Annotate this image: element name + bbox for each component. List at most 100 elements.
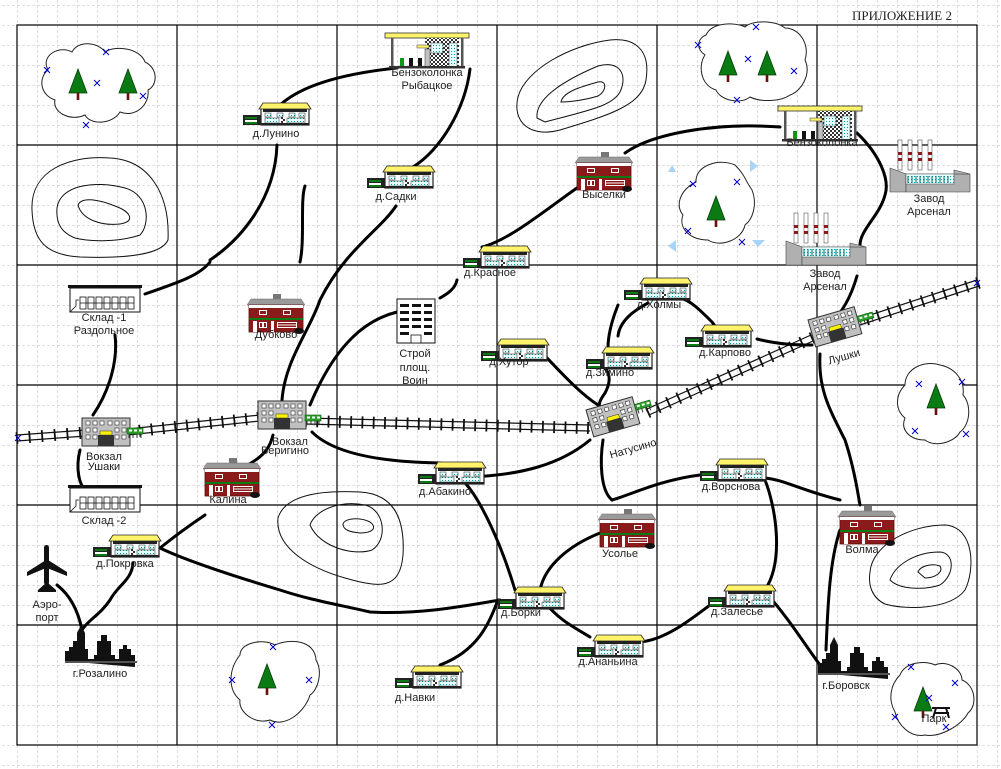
- place-gas-rybatskoe[interactable]: Бензоколонка Рыбацкое: [384, 32, 470, 92]
- warehouse-icon: [67, 484, 143, 513]
- svg-text:д.Навки: д.Навки: [395, 692, 435, 704]
- svg-text:Склад -1: Склад -1: [82, 312, 127, 324]
- place-abakino[interactable]: д.Абакино: [417, 461, 487, 498]
- svg-text:Завод: Завод: [810, 268, 841, 280]
- place-gas-2[interactable]: Бензоколонка: [777, 105, 863, 149]
- svg-text:Завод: Завод: [914, 193, 945, 205]
- place-vyselki[interactable]: Выселки: [574, 151, 634, 201]
- rail-tie: [209, 416, 213, 430]
- place-kalina[interactable]: Калина: [202, 457, 262, 506]
- svg-text:Вокзал: Вокзал: [86, 451, 122, 463]
- forest-park: [890, 662, 975, 736]
- svg-text:Аэро-: Аэро-: [32, 599, 61, 611]
- place-rozalino[interactable]: г.Розалино: [65, 625, 137, 680]
- svg-text:Вокзал: Вокзал: [272, 436, 308, 448]
- warehouse-icon: [67, 284, 143, 313]
- hill-contour-2: [516, 39, 648, 133]
- place-volma[interactable]: Волма: [837, 505, 897, 556]
- svg-text:порт: порт: [36, 612, 59, 624]
- rail-tie: [185, 418, 189, 433]
- rail-tie: [244, 412, 248, 427]
- house-icon: [574, 151, 634, 193]
- svg-text:Воин: Воин: [402, 375, 428, 387]
- place-usolye[interactable]: Усолье: [597, 508, 657, 560]
- house-icon: [597, 508, 657, 550]
- svg-text:д.Холмы: д.Холмы: [637, 299, 682, 311]
- place-sklad-1[interactable]: Склад -1 Раздольное: [67, 284, 143, 337]
- hill-contour-4: [869, 524, 972, 608]
- place-vokzal-verigino[interactable]: Вокзал Веригино: [257, 400, 322, 457]
- airplane-icon: [27, 545, 67, 592]
- svg-text:Рыбацкое: Рыбацкое: [402, 80, 453, 92]
- place-vokzal-ushaki[interactable]: Вокзал Ушаки: [81, 417, 144, 473]
- svg-text:д.Борки: д.Борки: [501, 607, 541, 619]
- place-sadki[interactable]: д.Садки: [366, 165, 436, 203]
- house-icon: [202, 457, 262, 499]
- place-borki[interactable]: д.Борки: [497, 586, 567, 619]
- svg-text:г.Боровск: г.Боровск: [822, 680, 870, 692]
- svg-text:д.Карпово: д.Карпово: [699, 347, 751, 359]
- svg-text:Волма: Волма: [845, 544, 879, 556]
- svg-text:д.Красное: д.Красное: [464, 267, 516, 279]
- place-zavod-arsenal-1[interactable]: Завод Арсенал: [889, 139, 971, 218]
- rail-tie: [232, 413, 236, 428]
- rail-tie: [197, 417, 201, 432]
- place-zavod-arsenal-2[interactable]: Завод Арсенал: [785, 212, 867, 293]
- rail-tie: [161, 421, 165, 436]
- place-park[interactable]: Парк: [922, 713, 947, 725]
- place-dubkovo[interactable]: Дубково: [246, 293, 306, 341]
- station-icon: [257, 400, 307, 430]
- rail-tie: [173, 420, 177, 434]
- svg-text:д.Ворснова: д.Ворснова: [702, 481, 761, 493]
- hill-contour-1: [31, 157, 169, 258]
- svg-text:Арсенал: Арсенал: [803, 281, 847, 293]
- forest-4: [897, 363, 970, 445]
- forest-3: [668, 160, 765, 252]
- place-krasnoe[interactable]: д.Красное: [462, 245, 532, 279]
- forest-2: [694, 21, 808, 104]
- place-holmy[interactable]: д.Холмы: [623, 277, 693, 311]
- selection-handles: [668, 160, 765, 252]
- rail-tie: [221, 414, 225, 429]
- svg-text:д.Залесье: д.Залесье: [711, 606, 763, 618]
- place-karpovo[interactable]: д.Карпово: [684, 324, 754, 359]
- rail-tie: [53, 428, 57, 442]
- place-vorsnova[interactable]: д.Ворснова: [699, 458, 769, 493]
- station-icon: [81, 417, 131, 447]
- place-sklad-2[interactable]: Склад -2: [67, 484, 143, 527]
- place-airport[interactable]: Аэро- порт: [27, 545, 67, 624]
- place-navki[interactable]: д.Навки: [394, 665, 464, 704]
- svg-text:Усолье: Усолье: [602, 548, 638, 560]
- place-zalesye[interactable]: д.Залесье: [707, 584, 777, 618]
- house-icon: [837, 505, 897, 547]
- svg-text:Веригино: Веригино: [261, 445, 309, 457]
- place-ananyina[interactable]: д.Ананьина: [576, 634, 646, 668]
- svg-text:Арсенал: Арсенал: [907, 206, 951, 218]
- svg-text:д.Хутор: д.Хутор: [489, 356, 528, 368]
- place-stroy-voin[interactable]: Строй площ. Воин: [396, 298, 436, 387]
- svg-text:д.Ананьина: д.Ананьина: [578, 656, 638, 668]
- page-title: ПРИЛОЖЕНИЕ 2: [852, 8, 952, 23]
- svg-text:Ушаки: Ушаки: [88, 461, 120, 473]
- picnic-table-icon: [932, 707, 950, 719]
- svg-text:Склад -2: Склад -2: [82, 515, 127, 527]
- svg-text:Раздольное: Раздольное: [74, 325, 135, 337]
- svg-text:д.Зимино: д.Зимино: [586, 367, 634, 379]
- place-label: д.Лунино: [253, 128, 300, 140]
- place-pokrovka[interactable]: д.Покровка: [92, 534, 162, 570]
- svg-text:площ.: площ.: [400, 362, 431, 374]
- place-lunino[interactable]: д.Лунино: [242, 102, 312, 140]
- svg-text:д.Садки: д.Садки: [375, 191, 416, 203]
- svg-text:Бензоколонка: Бензоколонка: [786, 137, 858, 149]
- place-hutor[interactable]: д.Хутор: [480, 338, 550, 368]
- rail-tie: [40, 429, 44, 443]
- rail-tie: [28, 430, 31, 444]
- svg-text:д.Покровка: д.Покровка: [96, 558, 154, 570]
- svg-text:Строй: Строй: [399, 348, 430, 360]
- svg-text:д.Абакино: д.Абакино: [419, 486, 471, 498]
- place-zimino[interactable]: д.Зимино: [585, 346, 655, 379]
- place-borovsk[interactable]: г.Боровск: [818, 637, 890, 692]
- svg-text:Выселки: Выселки: [582, 189, 626, 201]
- rail-tie: [150, 422, 154, 437]
